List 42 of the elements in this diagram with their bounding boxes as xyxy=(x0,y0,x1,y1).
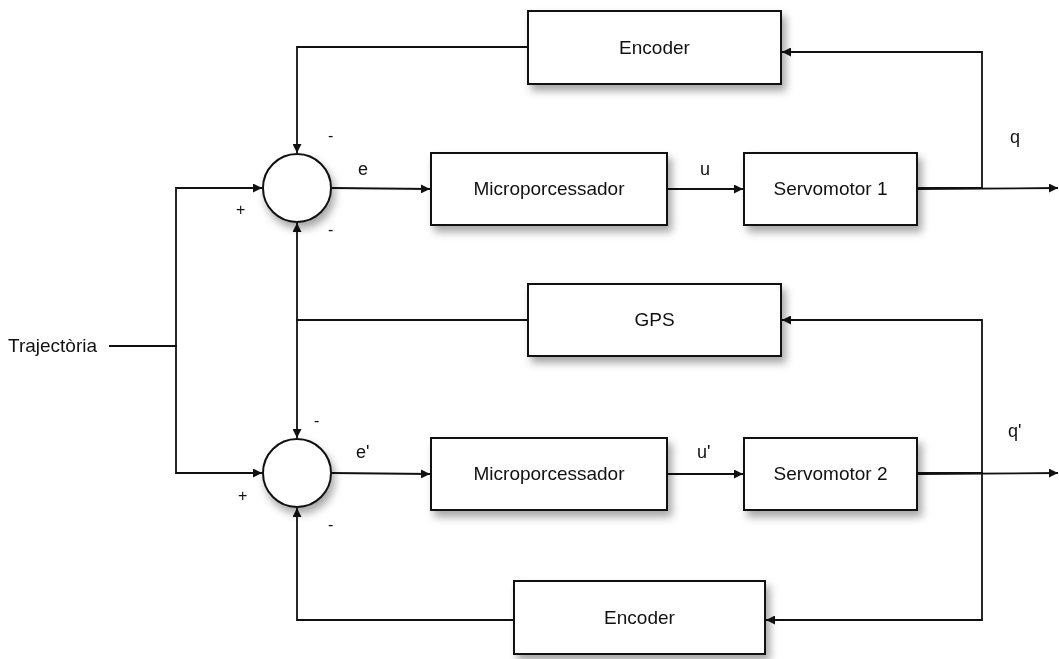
sign-label: - xyxy=(314,413,320,429)
signal-label: e' xyxy=(356,443,370,461)
signal-label: e xyxy=(358,160,368,178)
signal-arrow xyxy=(765,472,983,625)
signal-arrow xyxy=(292,46,528,154)
block-box xyxy=(513,580,766,655)
block-label: Microporcessador xyxy=(473,463,625,485)
signal-arrow xyxy=(292,507,514,621)
block-box xyxy=(527,283,782,357)
block-label: Microporcessador xyxy=(473,178,625,200)
block-box xyxy=(430,437,668,511)
signal-label: u' xyxy=(697,443,711,461)
input-label: Trajectòria xyxy=(8,335,98,357)
signal-arrow xyxy=(781,47,983,189)
signal-arrow xyxy=(781,315,983,474)
block-label: Servomotor 1 xyxy=(773,178,888,200)
sign-label: + xyxy=(238,488,248,504)
summing-junction xyxy=(262,153,332,223)
sign-label: - xyxy=(328,517,334,533)
signal-arrow xyxy=(292,319,528,439)
signal-arrow xyxy=(667,184,744,194)
signal-label: q xyxy=(1010,128,1020,146)
block-label: Servomotor 2 xyxy=(773,463,888,485)
sign-label: - xyxy=(328,128,334,144)
signal-arrow xyxy=(331,184,431,194)
signal-label: q' xyxy=(1008,422,1022,440)
block-box xyxy=(527,10,782,85)
summing-junction xyxy=(262,438,332,508)
block-label: Encoder xyxy=(604,606,675,629)
signal-arrow xyxy=(108,345,263,478)
signal-arrow xyxy=(917,183,1059,193)
block-box xyxy=(430,152,668,226)
sign-label: - xyxy=(328,222,334,238)
signal-arrow xyxy=(917,468,1059,478)
signal-label: u xyxy=(700,160,710,178)
block-label: GPS xyxy=(634,309,675,331)
sign-label: + xyxy=(236,202,246,218)
block-box xyxy=(743,152,918,226)
block-box xyxy=(743,437,918,511)
signal-arrow xyxy=(331,469,431,479)
block-label: Encoder xyxy=(619,36,690,59)
signal-arrow xyxy=(667,469,744,479)
